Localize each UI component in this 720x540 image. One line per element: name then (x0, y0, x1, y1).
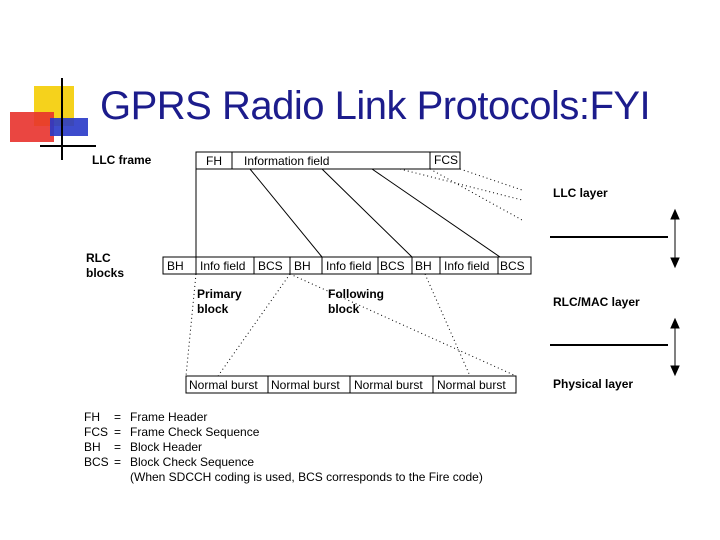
legend-eq: = (114, 410, 122, 424)
rlc-cell-bcs-2: BCS (380, 259, 405, 273)
segmentation-dotted-lines (399, 168, 523, 221)
legend-desc: Block Header (130, 440, 203, 454)
rlc-cell-bh-1: BH (167, 259, 184, 273)
layer-physical: Physical layer (553, 377, 633, 391)
burst-3: Normal burst (354, 378, 423, 392)
legend-row: BH = Block Header (84, 440, 483, 455)
logo-red-square (10, 112, 54, 142)
legend-desc: Block Check Sequence (130, 455, 255, 469)
rlc-cell-info-1: Info field (200, 259, 245, 273)
legend-eq: = (114, 440, 122, 454)
legend-eq: = (114, 425, 122, 439)
burst-row (185, 375, 517, 394)
burst-2: Normal burst (271, 378, 340, 392)
llc-field-fh: FH (206, 154, 222, 168)
rlc-label-line2: blocks (86, 266, 124, 280)
legend-desc: Frame Check Sequence (130, 425, 260, 439)
legend-row: FCS = Frame Check Sequence (84, 425, 483, 440)
burst-dotted-lines (185, 273, 517, 377)
slide-title: GPRS Radio Link Protocols:FYI (100, 84, 651, 128)
rlc-cell-bh-3: BH (415, 259, 432, 273)
layer-rlc-mac: RLC/MAC layer (553, 295, 640, 309)
rlc-cell-bcs-3: BCS (500, 259, 525, 273)
abbreviation-legend: FH = Frame Header FCS = Frame Check Sequence… (84, 410, 483, 485)
rlc-cell-info-2: Info field (326, 259, 371, 273)
llc-field-fcs: FCS (434, 153, 458, 167)
legend-abbr: FCS (84, 425, 108, 439)
following-block-label-line2: block (328, 302, 360, 316)
burst-1: Normal burst (189, 378, 258, 392)
layer-llc: LLC layer (553, 186, 608, 200)
legend-abbr: FH (84, 410, 100, 424)
segmentation-lines (195, 168, 501, 258)
legend-row: BCS = Block Check Sequence (84, 455, 483, 470)
double-arrow-icon (670, 208, 680, 269)
rlc-label-line1: RLC (86, 251, 111, 265)
rlc-cell-info-3: Info field (444, 259, 489, 273)
legend-abbr: BH (84, 440, 101, 454)
slide-logo-icon (10, 78, 96, 160)
burst-4: Normal burst (437, 378, 506, 392)
legend-desc: Frame Header (130, 410, 208, 424)
llc-field-info: Information field (244, 154, 329, 168)
llc-frame-box (195, 151, 461, 170)
rlc-cell-bh-2: BH (294, 259, 311, 273)
legend-eq: = (114, 455, 122, 469)
legend-abbr: BCS (84, 455, 109, 469)
following-block-label-line1: Following (328, 287, 384, 301)
logo-blue-square (50, 118, 88, 136)
rlc-cell-bcs-1: BCS (258, 259, 283, 273)
rlc-blocks-row (162, 256, 532, 275)
primary-block-label-line2: block (197, 302, 229, 316)
legend-note: (When SDCCH coding is used, BCS correspo… (130, 470, 483, 484)
llc-frame-label: LLC frame (92, 153, 152, 167)
legend-row: FH = Frame Header (84, 410, 483, 425)
primary-block-label-line1: Primary (197, 287, 242, 301)
double-arrow-icon (670, 317, 680, 377)
